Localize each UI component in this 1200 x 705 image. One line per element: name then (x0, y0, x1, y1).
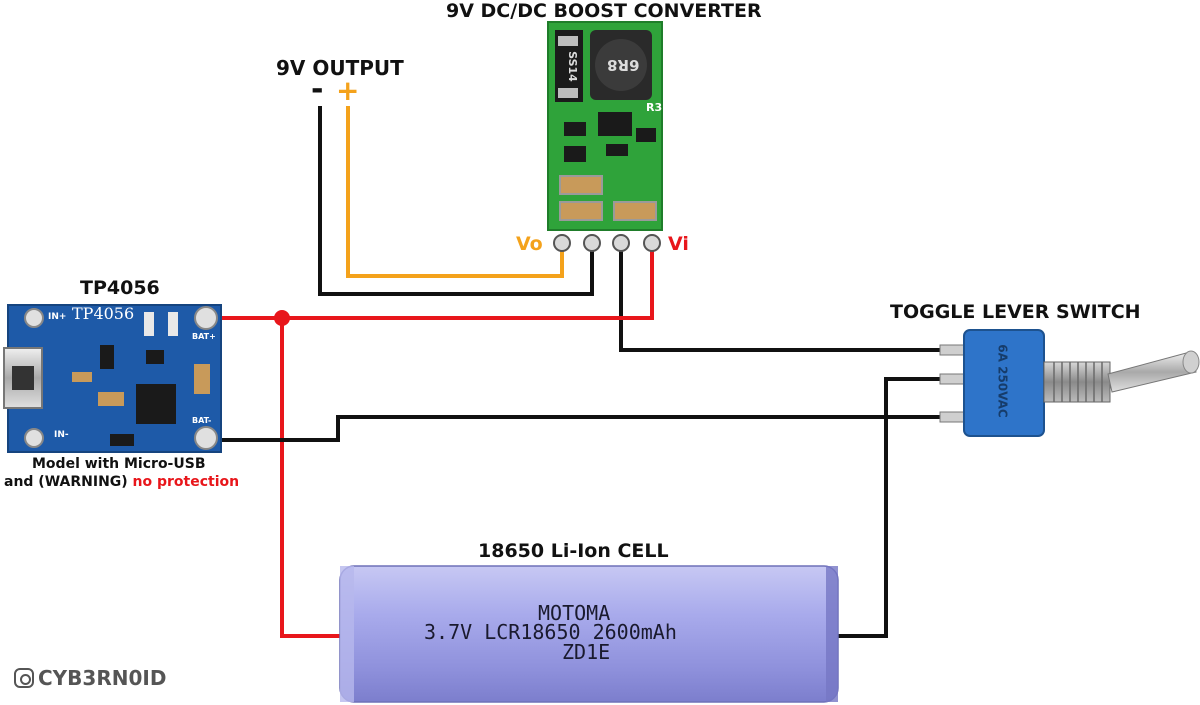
tp4056-note-line1: Model with Micro-USB (32, 456, 206, 472)
wire-vi-to-bat-plus (207, 246, 654, 320)
cell-title: 18650 Li-Ion CELL (478, 540, 669, 562)
instagram-icon (14, 668, 34, 688)
switch-body-marking: 6A 250VAC (995, 344, 1010, 418)
pin-vo-label: Vo (516, 233, 543, 255)
output-plus-label: + (336, 74, 360, 107)
cell-marking-line2: 3.7V LCR18650 2600mAh (424, 620, 677, 644)
watermark-text: CYB3RN0ID (38, 666, 167, 690)
wire-cell-minus-to-switch (835, 377, 945, 638)
bat-plus-label: BAT+ (192, 332, 216, 341)
resistor-marking: R3 (646, 101, 663, 114)
inductor-marking: 6R8 (607, 56, 640, 74)
cell-marking-line1: MOTOMA (538, 601, 611, 625)
cell-marking-line3: ZD1E (562, 640, 611, 664)
toggle-lever-switch (939, 329, 1200, 437)
switch-title: TOGGLE LEVER SWITCH (890, 301, 1141, 323)
tp4056-note-line2: and (WARNING) no protection (4, 474, 239, 490)
boost-converter-board (547, 21, 663, 252)
boost-converter-title: 9V DC/DC BOOST CONVERTER (446, 0, 762, 22)
switch-lever (1107, 351, 1197, 393)
wire-boost-gnd-to-switch (619, 246, 945, 352)
output-minus-label: - (311, 72, 324, 107)
tp4056-board (3, 304, 222, 453)
wire-bat-minus-to-switch (207, 415, 945, 442)
tp4056-note-line2-prefix: and (WARNING) (4, 474, 133, 490)
wire-junction-to-cell-plus (280, 318, 344, 638)
tp4056-note-warning: no protection (132, 474, 240, 490)
wires (207, 106, 945, 638)
tp4056-title: TP4056 (80, 277, 160, 299)
tp4056-board-marking: TP4056 (72, 304, 135, 323)
tp4056-ic (136, 384, 176, 424)
output-title: 9V OUTPUT (276, 56, 404, 80)
in-plus-label: IN+ (48, 312, 67, 322)
wire-output-plus (346, 106, 564, 278)
wire-junction-dot (274, 310, 290, 326)
in-minus-label: IN- (54, 430, 69, 440)
diode-marking: SS14 (565, 51, 579, 82)
wire-output-minus (318, 106, 594, 296)
pin-vi-label: Vi (668, 233, 689, 255)
li-ion-cell (339, 565, 839, 703)
boost-pins (553, 234, 661, 252)
watermark: CYB3RN0ID (14, 666, 166, 690)
switch-bushing (1043, 361, 1111, 403)
bat-minus-label: BAT- (192, 416, 212, 425)
